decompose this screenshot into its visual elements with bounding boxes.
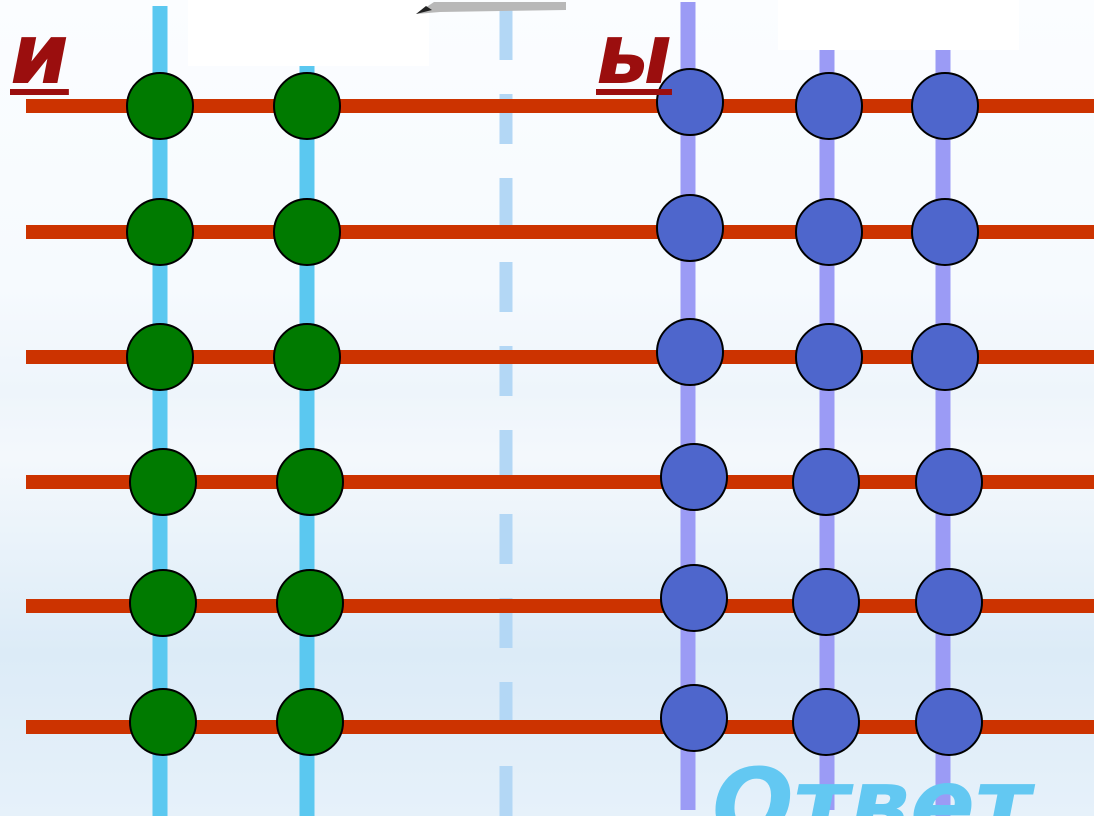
left-image-card [188,0,566,66]
green-bead [273,323,341,391]
horizontal-rails [26,99,1094,734]
blue-bead [656,194,724,262]
blue-bead [660,443,728,511]
green-bead [126,323,194,391]
right-beads [656,68,983,756]
blue-bead [915,448,983,516]
blue-bead [911,323,979,391]
blue-bead [911,198,979,266]
blue-bead [915,688,983,756]
blue-bead [795,198,863,266]
green-bead [126,198,194,266]
blue-bead [656,68,724,136]
blue-bead [660,684,728,752]
blue-bead [656,318,724,386]
blue-bead [792,448,860,516]
blue-bead [795,72,863,140]
green-bead [129,448,197,516]
letter-i-label: и [10,5,69,103]
green-bead [126,72,194,140]
green-bead [276,688,344,756]
letter-y-label: ы [596,5,672,103]
blue-bead [915,568,983,636]
blue-bead [911,72,979,140]
right-image-card [778,0,1019,50]
green-bead [129,688,197,756]
green-bead [276,569,344,637]
green-bead [273,72,341,140]
blue-bead [792,688,860,756]
left-beads [126,72,344,756]
right-rails [680,2,951,816]
green-bead [273,198,341,266]
blue-bead [792,568,860,636]
blue-bead [795,323,863,391]
green-bead [276,448,344,516]
blue-bead [660,564,728,632]
green-bead [129,569,197,637]
answer-label: Ответ [712,748,1031,816]
pencil-icon [416,2,566,14]
